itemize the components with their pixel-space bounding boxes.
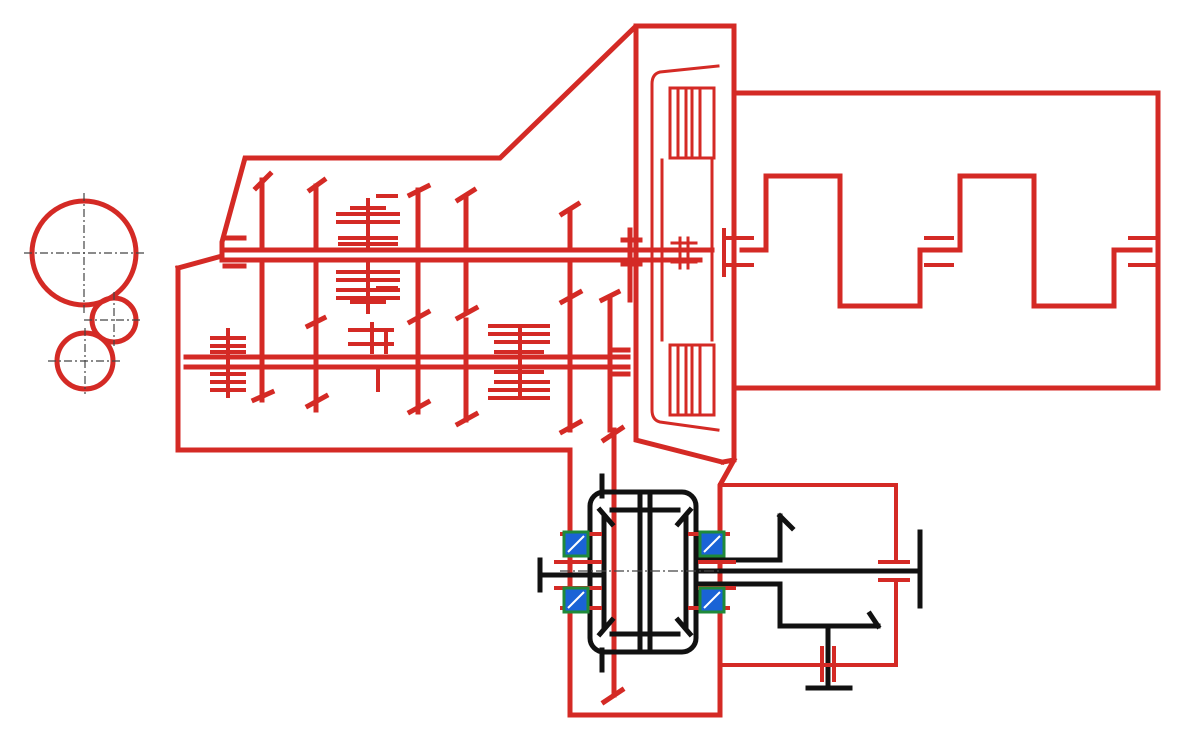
- gear-circle-centerlines: [24, 193, 144, 394]
- bearing-icon: [562, 530, 590, 558]
- bearings: [562, 530, 726, 614]
- crankshaft-throws: [739, 173, 1153, 309]
- crankshaft-block: [722, 90, 1161, 391]
- counter-shaft: [183, 347, 631, 377]
- differential-case: [587, 489, 699, 655]
- bevel-gear-icon: [596, 506, 616, 528]
- housing-partition: [633, 23, 726, 466]
- bearing-icon: [562, 586, 590, 614]
- differential-housing-details: [554, 483, 910, 682]
- gear-wheels: [250, 170, 633, 706]
- synchronizers: [210, 194, 550, 400]
- bearing-icon: [698, 530, 726, 558]
- bearing-icon: [698, 586, 726, 614]
- differential-unit: [537, 473, 923, 691]
